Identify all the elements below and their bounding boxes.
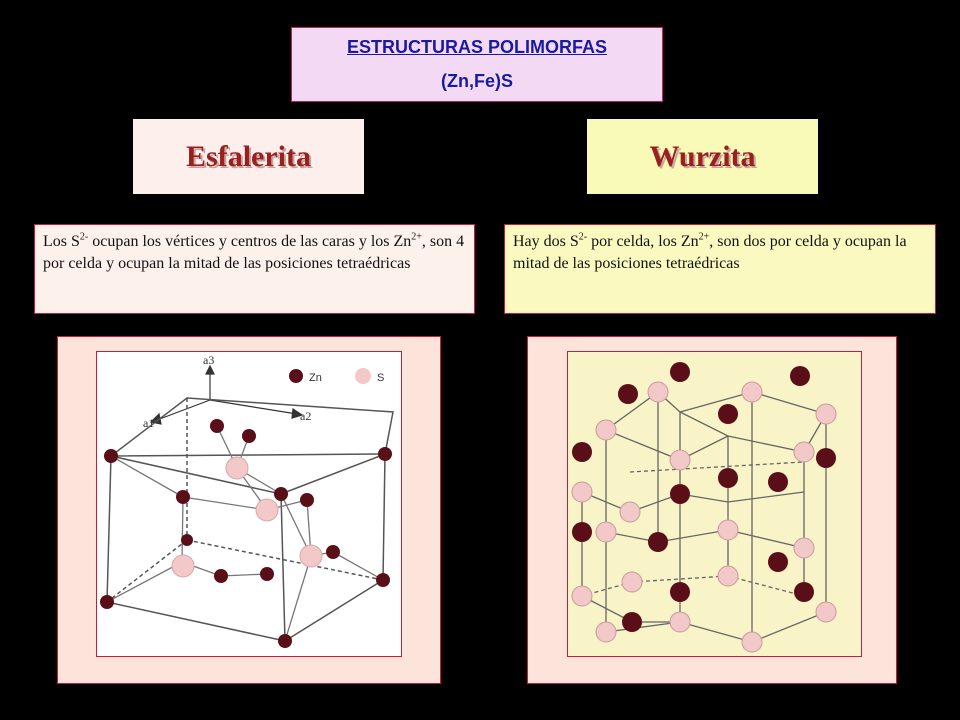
esfalerita-name-box: Esfalerita <box>133 119 364 194</box>
zn-legend-label: Zn <box>309 372 322 384</box>
desc-text: , son dos por celda y ocupan la mitad de… <box>513 233 907 272</box>
desc-sup: 2- <box>79 231 89 243</box>
wurzita-diagram-panel <box>527 336 897 684</box>
zn-legend-swatch <box>289 369 303 383</box>
main-title: ESTRUCTURAS POLIMORFAS <box>346 37 607 57</box>
wurzita-label: Wurzita <box>649 139 756 173</box>
wurzita-name-box: Wurzita <box>587 119 818 194</box>
desc-text: Hay dos S <box>513 233 579 250</box>
axis-label-a1: a1 <box>143 416 154 430</box>
esfalerita-diagram-frame: a3 a2 a1 Zn S <box>96 351 402 657</box>
axis-label-a2: a2 <box>300 409 311 423</box>
desc-text: , son 4 por celda y ocupan la mitad de l… <box>43 233 465 272</box>
s-legend-label: S <box>377 372 384 384</box>
desc-sup: 2+ <box>698 231 710 243</box>
s-legend-swatch <box>355 368 371 384</box>
desc-text: ocupan los vértices y centros de las car… <box>88 233 412 250</box>
wurzita-diagram-frame <box>567 351 862 657</box>
desc-sup: 2+ <box>411 231 422 243</box>
desc-sup: 2- <box>578 231 588 243</box>
desc-text: por celda, los Zn <box>587 233 699 250</box>
axis-label-a3: a3 <box>203 353 214 367</box>
esfalerita-description: Los S2- ocupan los vértices y centros de… <box>34 224 475 314</box>
wurzita-crystal-diagram <box>571 362 837 653</box>
formula-subtitle: (Zn,Fe)S <box>441 71 513 91</box>
desc-text: Los S <box>43 233 80 250</box>
esfalerita-label-wrap: Esfalerita <box>186 140 311 174</box>
wurzita-description: Hay dos S2- por celda, los Zn2+, son dos… <box>504 224 936 314</box>
esfalerita-crystal-diagram: a3 a2 a1 Zn S <box>100 353 394 648</box>
title-box: ESTRUCTURAS POLIMORFAS (Zn,Fe)S <box>291 27 663 102</box>
esfalerita-diagram-panel: a3 a2 a1 Zn S <box>57 336 441 684</box>
esfalerita-label: Esfalerita <box>186 139 311 173</box>
